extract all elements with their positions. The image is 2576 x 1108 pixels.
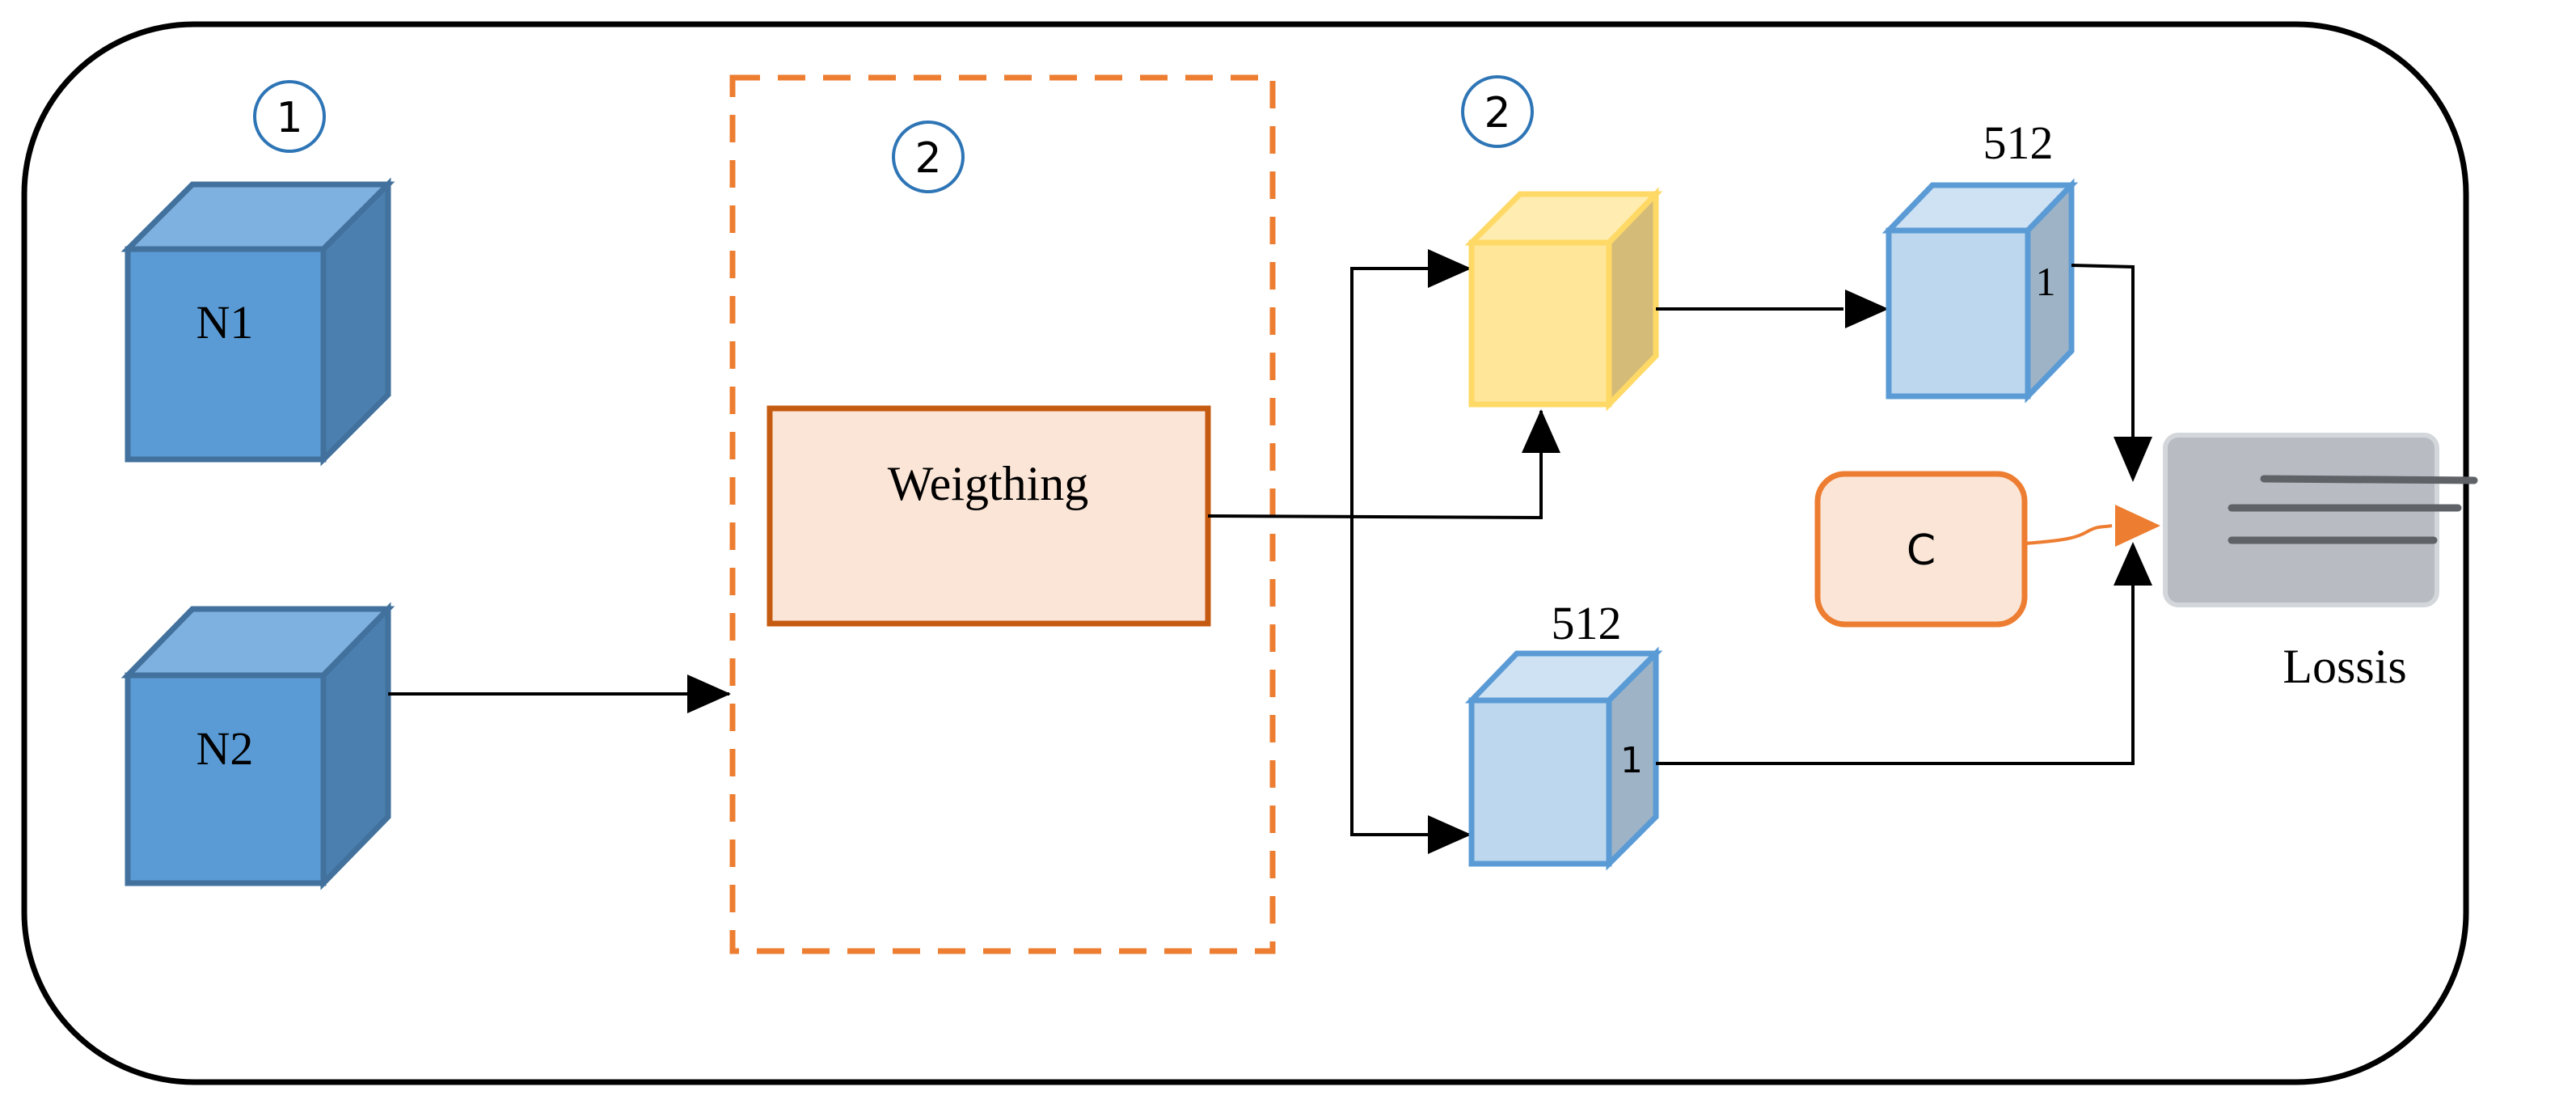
cube-n2-label: N2 <box>196 722 254 775</box>
dashed-module-box <box>729 74 1276 954</box>
cube-upper-side-label: 1 <box>2036 259 2056 304</box>
arrowhead-lower-loss <box>2114 542 2152 586</box>
arrowhead-branch-top <box>1428 249 1472 288</box>
branch-line <box>1350 267 1470 836</box>
cube-n1-label: N1 <box>196 296 254 349</box>
arrowhead-branch-bottom <box>1428 815 1472 854</box>
badge-2-cube: 2 <box>1461 75 1534 148</box>
badge-1-label: 1 <box>276 94 302 142</box>
cube-n1: N1 <box>120 177 395 467</box>
cube-lower-dim-label: 512 <box>1552 597 1622 649</box>
outer-frame <box>21 21 2469 1085</box>
cube-lower-side-label: 1 <box>1620 740 1643 781</box>
arrowhead-upper-loss <box>2114 437 2152 482</box>
badge-2-box-label: 2 <box>914 134 941 183</box>
arrowhead-weighting <box>1522 409 1560 453</box>
arrowhead-c-loss <box>2115 505 2160 547</box>
arrowhead-n2 <box>687 675 731 713</box>
c-block: C <box>1814 471 2028 628</box>
arrow-upper-to-loss <box>2071 264 2135 443</box>
weighting-block: Weigthing <box>766 405 1211 627</box>
weighting-label: Weigthing <box>888 457 1088 510</box>
arrowhead-yellow <box>1845 290 1889 328</box>
cube-n2: N2 <box>120 602 395 890</box>
c-label: C <box>1907 527 1936 575</box>
badge-1: 1 <box>253 80 326 153</box>
cube-yellow <box>1464 187 1663 412</box>
badge-2-box: 2 <box>892 121 965 193</box>
cube-lower: 1 <box>1464 646 1663 871</box>
lines-icon <box>2228 475 2478 544</box>
arrow-weighting-to-yellow <box>1207 411 1543 520</box>
arrow-lower-to-loss <box>1656 581 2135 765</box>
badge-2-cube-label: 2 <box>1484 89 1510 137</box>
loss-block <box>2163 433 2478 607</box>
loss-label: Lossis <box>2283 640 2406 693</box>
cube-upper: 1 <box>1881 178 2079 404</box>
cube-upper-dim-label: 512 <box>1983 116 2054 169</box>
arrow-c-to-loss <box>2024 524 2113 545</box>
